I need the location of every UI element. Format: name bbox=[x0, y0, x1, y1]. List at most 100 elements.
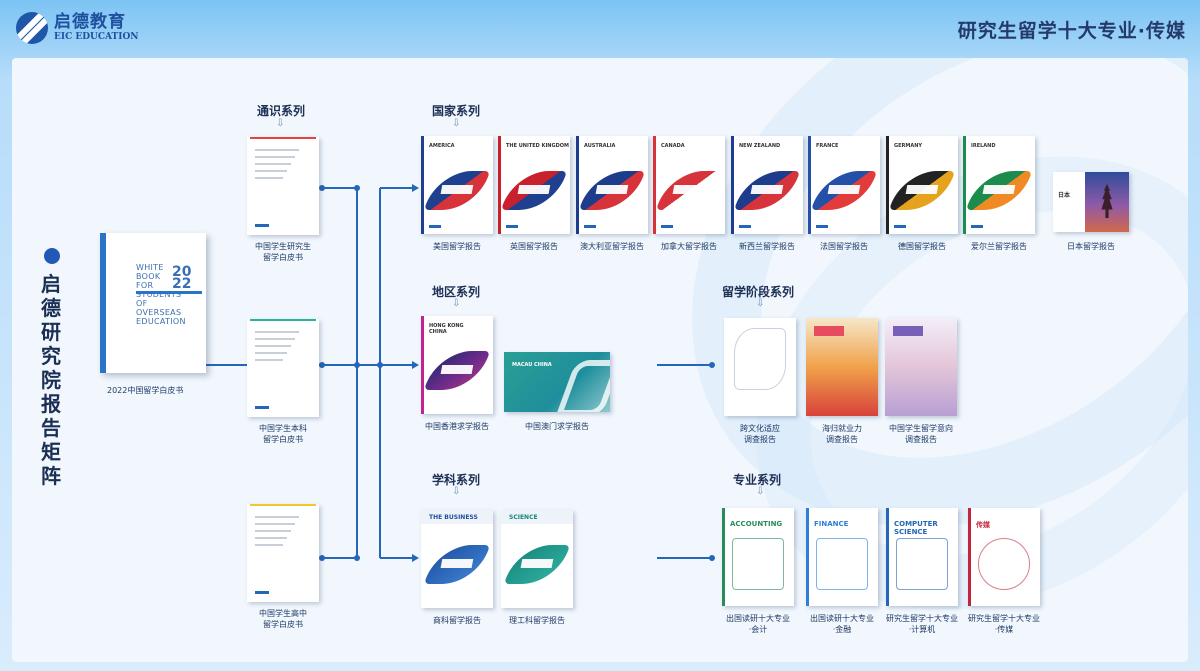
report-label: 留学白皮书 bbox=[263, 435, 303, 444]
report-book bbox=[247, 137, 319, 235]
pagoda-icon bbox=[1101, 184, 1113, 218]
report-label: 海归就业力 bbox=[822, 424, 862, 433]
book-logo bbox=[506, 225, 518, 228]
down-arrow-icon: ⇩ bbox=[452, 298, 461, 309]
report-book: THE BUSINESS bbox=[421, 510, 493, 608]
book-text-line bbox=[255, 149, 299, 151]
book-cover-title: IRELAND bbox=[971, 143, 996, 149]
side-bullet-icon bbox=[44, 248, 60, 264]
report-book bbox=[806, 318, 878, 416]
cover-title-block bbox=[814, 326, 844, 336]
book-cover-title: THE BUSINESS bbox=[429, 514, 478, 521]
logo-text: 启德教育 EIC EDUCATION bbox=[54, 13, 139, 43]
report-label: 英国留学报告 bbox=[510, 242, 558, 251]
report-book: IRELAND bbox=[963, 136, 1035, 234]
flag-emblem-icon bbox=[733, 171, 801, 211]
section-title-region: 地区系列 bbox=[432, 285, 481, 299]
book-cover-title: THE UNITED KINGDOM bbox=[506, 143, 569, 149]
book-logo bbox=[816, 225, 828, 228]
report-book: COMPUTER SCIENCE bbox=[886, 508, 958, 606]
report-label: 中国澳门求学报告 bbox=[525, 422, 589, 431]
report-book: FRANCE bbox=[808, 136, 880, 234]
cover-graphic bbox=[816, 538, 868, 590]
book-top-stripe bbox=[250, 137, 316, 139]
book-logo bbox=[739, 225, 751, 228]
side-title: 启德研究院报告矩阵 bbox=[41, 272, 61, 488]
flag-emblem-icon bbox=[500, 171, 568, 211]
report-label: 中国香港求学报告 bbox=[425, 422, 489, 431]
report-label: 日本留学报告 bbox=[1067, 242, 1115, 251]
report-label: 出国读研十大专业 bbox=[810, 614, 874, 623]
report-label: 中国学生研究生 bbox=[255, 242, 311, 251]
book-cover-title: FINANCE bbox=[814, 520, 849, 528]
book-cover-title: AMERICA bbox=[429, 143, 455, 149]
white-book-cover: WHITE BOOK FOR STUDENTS OF OVERSEAS EDUC… bbox=[100, 233, 206, 373]
report-label: 研究生留学十大专业 bbox=[968, 614, 1040, 623]
book-cover-title: MACAU CHINA bbox=[512, 362, 552, 368]
book-spine bbox=[498, 136, 501, 234]
book-cover-title: HONG KONG CHINA bbox=[429, 323, 464, 335]
report-book: ACCOUNTING bbox=[722, 508, 794, 606]
book-logo bbox=[971, 225, 983, 228]
book-text-line bbox=[255, 156, 295, 158]
report-book: SCIENCE bbox=[501, 510, 573, 608]
report-book: THE UNITED KINGDOM bbox=[498, 136, 570, 234]
book-cover-title: SCIENCE bbox=[509, 514, 538, 521]
down-arrow-icon: ⇩ bbox=[756, 298, 765, 309]
report-label: 澳大利亚留学报告 bbox=[580, 242, 644, 251]
report-book: 传媒 bbox=[968, 508, 1040, 606]
report-label: 理工科留学报告 bbox=[509, 616, 565, 625]
section-title-major: 专业系列 bbox=[733, 473, 782, 487]
book-text-line bbox=[255, 530, 291, 532]
book-text-line bbox=[255, 170, 287, 172]
book-text-line bbox=[255, 338, 295, 340]
book-spine bbox=[963, 136, 966, 234]
book-text-line bbox=[255, 345, 291, 347]
book-text-line bbox=[255, 163, 291, 165]
down-arrow-icon: ⇩ bbox=[756, 486, 765, 497]
down-arrow-icon: ⇩ bbox=[452, 486, 461, 497]
report-book: NEW ZEALAND bbox=[731, 136, 803, 234]
report-label: 加拿大留学报告 bbox=[661, 242, 717, 251]
report-label: 德国留学报告 bbox=[898, 242, 946, 251]
report-book: AUSTRALIA bbox=[576, 136, 648, 234]
down-arrow-icon: ⇩ bbox=[276, 118, 285, 129]
macau-stripe-icon bbox=[555, 360, 610, 412]
report-label: ·计算机 bbox=[908, 625, 936, 634]
book-cover-title: FRANCE bbox=[816, 143, 839, 149]
book-text-line bbox=[255, 177, 283, 179]
report-book bbox=[247, 319, 319, 417]
book-spine bbox=[968, 508, 971, 606]
book-spine bbox=[886, 508, 889, 606]
report-book bbox=[247, 504, 319, 602]
cover-title-block bbox=[893, 326, 923, 336]
book-text-line bbox=[255, 359, 283, 361]
flag-emblem-icon bbox=[965, 171, 1033, 211]
book-cover-title: GERMANY bbox=[894, 143, 923, 149]
report-label: 法国留学报告 bbox=[820, 242, 868, 251]
page-title: 研究生留学十大专业·传媒 bbox=[957, 20, 1186, 42]
report-label: ·金融 bbox=[832, 625, 852, 634]
report-label: 商科留学报告 bbox=[433, 616, 481, 625]
book-logo bbox=[584, 225, 596, 228]
report-label: 中国学生高中 bbox=[259, 609, 307, 618]
report-book: HONG KONG CHINA bbox=[421, 316, 493, 414]
report-label: 调查报告 bbox=[744, 435, 776, 444]
book-text-line bbox=[255, 544, 283, 546]
flag-emblem-icon bbox=[810, 171, 878, 211]
report-label: 调查报告 bbox=[905, 435, 937, 444]
book-spine bbox=[722, 508, 725, 606]
book-cover-title: 传媒 bbox=[976, 521, 990, 529]
report-label: ·传媒 bbox=[994, 625, 1014, 634]
report-label: 美国留学报告 bbox=[433, 242, 481, 251]
book-cover-title: CANADA bbox=[661, 143, 685, 149]
book-spine bbox=[421, 136, 424, 234]
logo-cn: 启德教育 bbox=[54, 12, 126, 32]
book-text-line bbox=[255, 523, 295, 525]
report-book: CANADA bbox=[653, 136, 725, 234]
cover-graphic bbox=[896, 538, 948, 590]
book-logo bbox=[255, 591, 269, 594]
report-label: 中国学生本科 bbox=[259, 424, 307, 433]
report-book bbox=[885, 318, 957, 416]
logo-mark-icon bbox=[16, 12, 48, 44]
